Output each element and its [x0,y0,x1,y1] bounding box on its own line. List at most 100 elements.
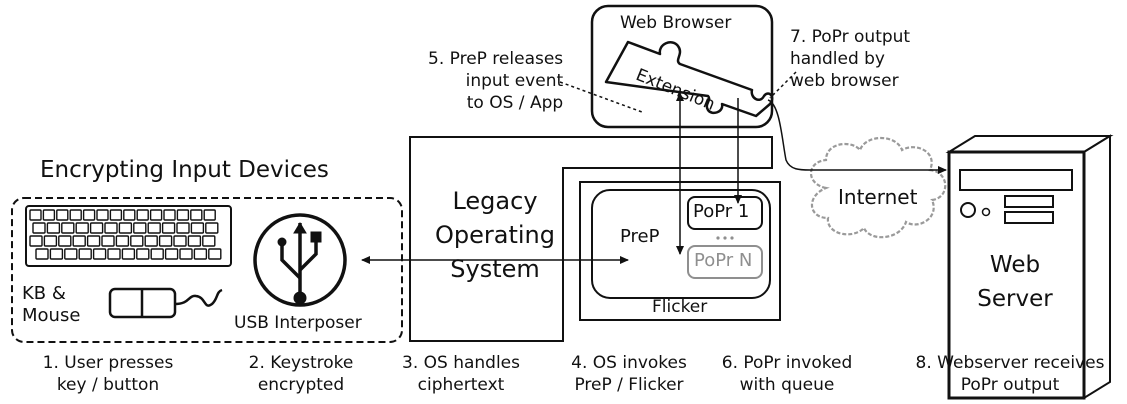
note-7-pointer [769,71,797,99]
note-7-line-1: 7. PoPr output [790,27,911,47]
keyboard-key [149,209,163,221]
legacy-os-line-2: Operating [435,221,555,249]
keyboard-key [130,235,144,247]
keyboard-key [56,209,69,221]
note-popr-output: 7. PoPr output handled by web browser [790,26,910,92]
browser-server-arrow [767,99,947,174]
note-7-line-2: handled by [790,49,885,69]
keyboard-key [161,222,176,234]
keyboard-key [96,209,109,221]
legacy-os-block [409,136,773,342]
keyboard-key [82,209,96,221]
step-3-line-2: ciphertext [417,375,505,395]
keyboard-key [42,209,56,221]
step-8-line-2: PoPr output [960,375,1060,395]
web-server-line-1: Web [989,252,1041,278]
flicker-label: Flicker [652,297,708,317]
keyboard-key [29,209,42,221]
step-2: 2. Keystroke encrypted [226,352,376,396]
keyboard-key [136,209,149,221]
note-7-line-3: web browser [790,71,899,91]
keyboard-key [101,235,115,247]
step-8-line-1: 8. Webserver receives [915,353,1105,373]
legacy-os-line-1: Legacy [452,187,538,215]
keyboard-key [190,222,205,234]
keyboard-key [203,209,216,221]
popr-ellipsis-dots [716,236,734,240]
popr-1-label: PoPr 1 [693,201,750,222]
popr-n-label: PoPr N [694,250,753,271]
devices-title: Encrypting Input Devices [40,157,329,183]
keyboard-key [35,248,49,260]
keyboard-key [115,235,130,247]
note-prep-release: 5. PreP releases input event to OS / App [428,48,563,114]
keyboard-key [121,248,136,260]
internet-cloud [809,137,947,239]
keyboard-key [176,209,190,221]
step-1: 1. User presses key / button [28,352,188,396]
step-1-line-2: key / button [56,375,160,395]
keyboard-key [136,248,150,260]
step-3: 3. OS handles ciphertext [386,352,536,396]
keyboard-key [173,235,187,247]
keyboard-key [208,248,222,260]
popr-1-box [687,196,763,230]
keyboard-key [179,248,193,260]
prep-label: PreP [620,226,660,247]
keyboard-key [187,235,202,247]
keyboard-key [104,222,118,234]
step-8: 8. Webserver receives PoPr output [910,352,1110,396]
kb-mouse-line-1: KB & [22,283,66,304]
keyboard-key [58,235,72,247]
web-browser-label: Web Browser [620,13,732,33]
legacy-os-label: Legacy Operating System [420,184,570,286]
input-devices-box [11,197,403,343]
keyboard-key [147,222,161,234]
keyboard-key [61,222,75,234]
kb-mouse-label: KB & Mouse [22,283,80,327]
step-4-line-1: 4. OS invokes [571,353,687,373]
keyboard-key [193,248,208,260]
keyboard-key [32,222,46,234]
web-server-line-2: Server [977,286,1053,312]
keyboard-key [75,222,89,234]
keyboard-key [123,209,136,221]
keyboard-key [109,209,123,221]
keyboard-key [176,222,190,234]
keyboard-key [133,222,147,234]
mouse-icon [108,287,223,319]
keyboard-key [92,248,107,260]
keyboard-key [86,235,101,247]
step-6-line-1: 6. PoPr invoked [721,353,853,373]
step-6: 6. PoPr invoked with queue [712,352,862,396]
keyboard-key [69,209,82,221]
extension-puzzle-icon [604,40,774,118]
keyboard-key [158,235,173,247]
keyboard-key [163,209,176,221]
keyboard-key [49,248,64,260]
usb-icon [253,213,347,307]
keyboard-key [46,222,61,234]
note-5-line-2: input event [465,71,564,91]
keyboard-key [29,235,43,247]
step-3-line-1: 3. OS handles [402,353,520,373]
keyboard-key [72,235,86,247]
legacy-os-line-3: System [450,255,540,283]
keyboard-key [164,248,179,260]
popr-n-box [687,245,763,279]
note-5-line-1: 5. PreP releases [428,49,564,69]
keyboard-key [205,222,219,234]
step-1-line-1: 1. User presses [42,353,174,373]
kb-mouse-line-2: Mouse [22,305,81,326]
web-server-icon [945,134,1114,400]
step-2-line-2: encrypted [257,375,345,395]
keyboard-key [202,235,216,247]
usb-interposer-label: USB Interposer [234,313,362,333]
web-server-label: Web Server [960,248,1070,316]
note-5-pointer [559,81,643,113]
step-2-line-1: 2. Keystroke [248,353,354,373]
keyboard-key [64,248,78,260]
step-4: 4. OS invokes PreP / Flicker [554,352,704,396]
keyboard-key [43,235,58,247]
